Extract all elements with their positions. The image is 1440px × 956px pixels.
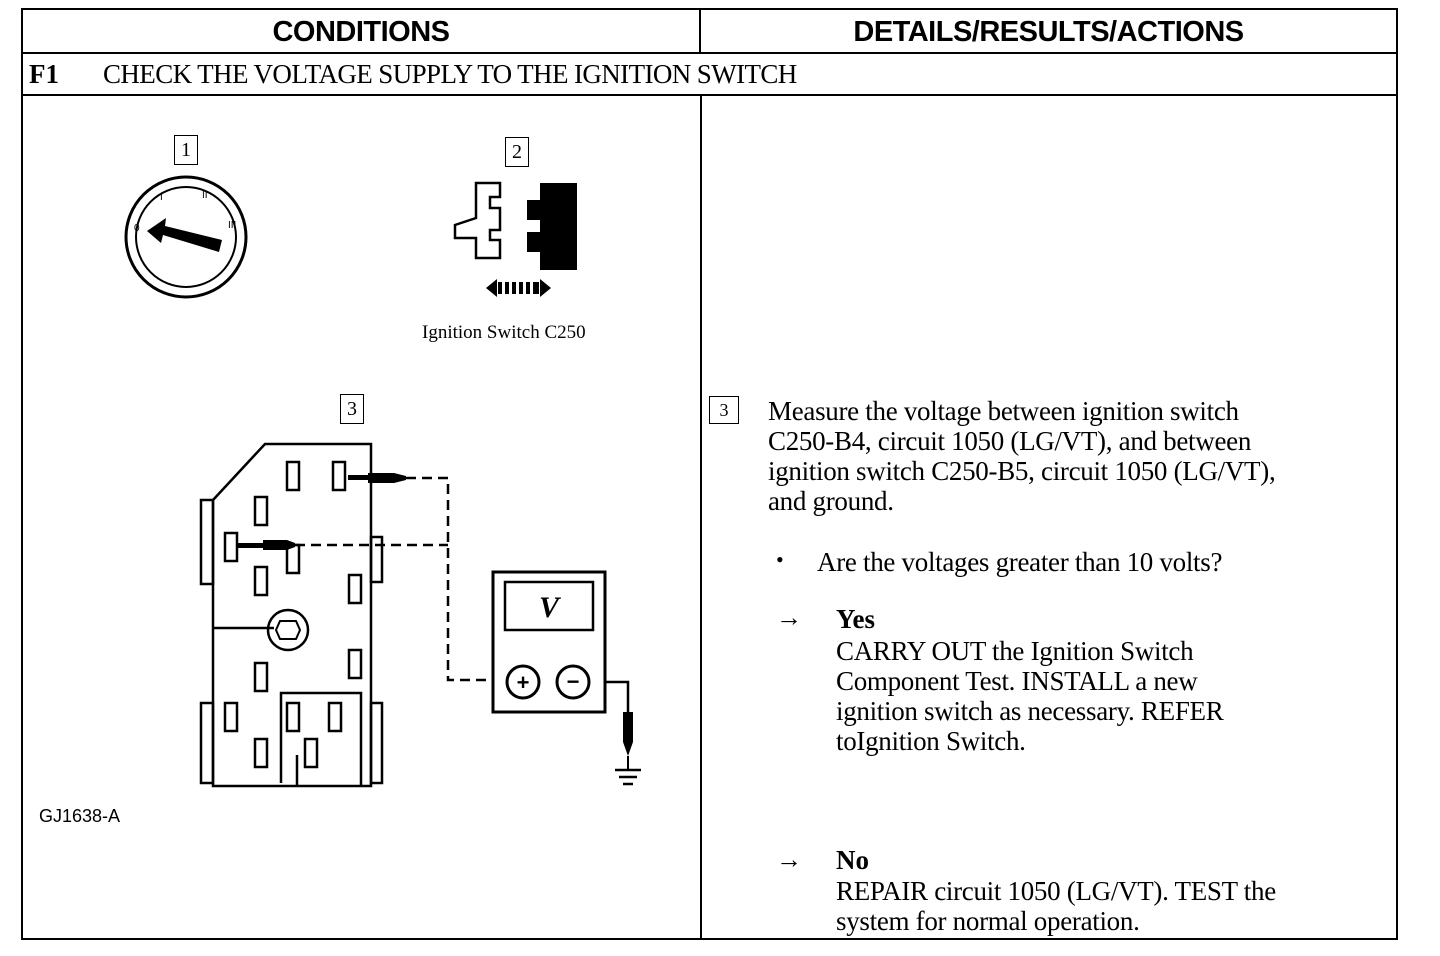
step-title-bar: F1 CHECK THE VOLTAGE SUPPLY TO THE IGNIT… (23, 54, 1396, 96)
meter-display-label: V (539, 591, 562, 624)
diagnostic-table: CONDITIONS DETAILS/RESULTS/ACTIONS F1 CH… (21, 8, 1398, 940)
measure-line: Measure the voltage between ignition swi… (768, 396, 1239, 426)
step-code: F1 (29, 59, 59, 89)
position-1-label: I (160, 192, 163, 203)
question-bullet: • (776, 547, 784, 572)
yes-label: Yes (836, 604, 875, 634)
no-arrow-icon: → (776, 845, 802, 874)
negative-terminal-icon (555, 664, 591, 700)
key-pointer-icon (147, 218, 222, 252)
details-header: DETAILS/RESULTS/ACTIONS (701, 10, 1396, 54)
no-action-line: system for normal operation. (836, 906, 1140, 936)
no-action-line: REPAIR circuit 1050 (LG/VT). TEST the (836, 876, 1276, 906)
measure-line: ignition switch C250-B5, circuit 1050 (L… (768, 456, 1276, 486)
no-label: No (836, 845, 869, 875)
yes-arrow-icon: → (776, 603, 802, 632)
callout-3: 3 (340, 394, 364, 424)
position-3-label: III (228, 220, 236, 231)
conditions-header: CONDITIONS (23, 10, 701, 54)
column-divider (700, 96, 702, 938)
step-title: CHECK THE VOLTAGE SUPPLY TO THE IGNITION… (103, 59, 797, 89)
measure-instruction: Measure the voltage between ignition swi… (768, 396, 1368, 516)
yes-action-line: Component Test. INSTALL a new (836, 666, 1198, 696)
step-reference-box: 3 (709, 396, 739, 424)
positive-terminal-icon (505, 664, 541, 700)
no-action: REPAIR circuit 1050 (LG/VT). TEST the sy… (836, 876, 1376, 936)
callout-1: 1 (174, 135, 198, 165)
callout-2: 2 (505, 137, 529, 167)
measure-line: C250-B4, circuit 1050 (LG/VT), and betwe… (768, 426, 1252, 456)
ignition-switch-figure: 0 I II III (124, 175, 641, 788)
test-leads (238, 473, 641, 786)
connector-caption: Ignition Switch C250 (422, 322, 586, 343)
position-0-label: 0 (134, 223, 140, 234)
connector-disconnect-icon (453, 181, 577, 297)
figure-id: GJ1638-A (39, 806, 121, 826)
connector-face-view (199, 442, 384, 788)
ignition-key-dial: 0 I II III (124, 175, 248, 299)
yes-action-line: toIgnition Switch. (836, 726, 1026, 756)
yes-action-line: ignition switch as necessary. REFER (836, 696, 1224, 726)
question-text: Are the voltages greater than 10 volts? (817, 547, 1223, 577)
plus-label: + (517, 670, 530, 695)
measure-line: and ground. (768, 486, 894, 516)
yes-action: CARRY OUT the Ignition Switch Component … (836, 636, 1376, 756)
minus-label: − (567, 669, 580, 694)
yes-action-line: CARRY OUT the Ignition Switch (836, 636, 1194, 666)
position-2-label: II (202, 190, 208, 201)
voltmeter: V + − (491, 570, 607, 714)
